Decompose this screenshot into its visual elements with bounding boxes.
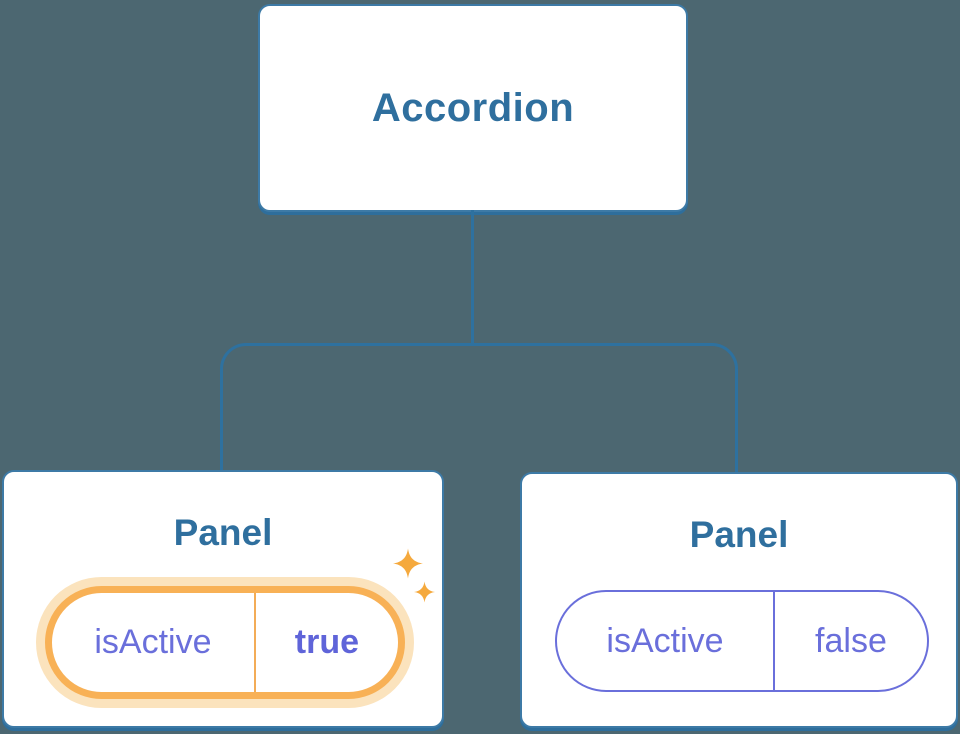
state-key-cell: isActive <box>557 592 773 690</box>
state-pill-inactive: isActive false <box>555 590 929 692</box>
state-key-cell: isActive <box>52 593 254 692</box>
pill-divider <box>772 592 775 690</box>
state-key-label: isActive <box>94 623 212 661</box>
panel-node-box-inactive: Panel isActive false <box>520 472 958 728</box>
panel-node-label: Panel <box>173 512 273 553</box>
state-pill-active: isActive true <box>45 586 405 699</box>
state-value-cell: false <box>775 592 927 690</box>
panel-node-label: Panel <box>689 514 789 555</box>
pill-divider <box>253 593 256 692</box>
panel-node-box-active: Panel isActive true <box>2 470 444 728</box>
tree-connector-stem <box>471 210 474 345</box>
sparkle-icon <box>393 546 423 581</box>
accordion-node-box: Accordion <box>258 4 688 212</box>
state-value-label: false <box>815 621 887 660</box>
state-value-label: true <box>294 623 360 661</box>
accordion-node-label: Accordion <box>371 85 575 130</box>
sparkle-icon <box>414 581 435 603</box>
tree-connector-branch <box>220 343 738 472</box>
state-key-label: isActive <box>606 621 724 660</box>
state-value-cell: true <box>256 593 398 692</box>
